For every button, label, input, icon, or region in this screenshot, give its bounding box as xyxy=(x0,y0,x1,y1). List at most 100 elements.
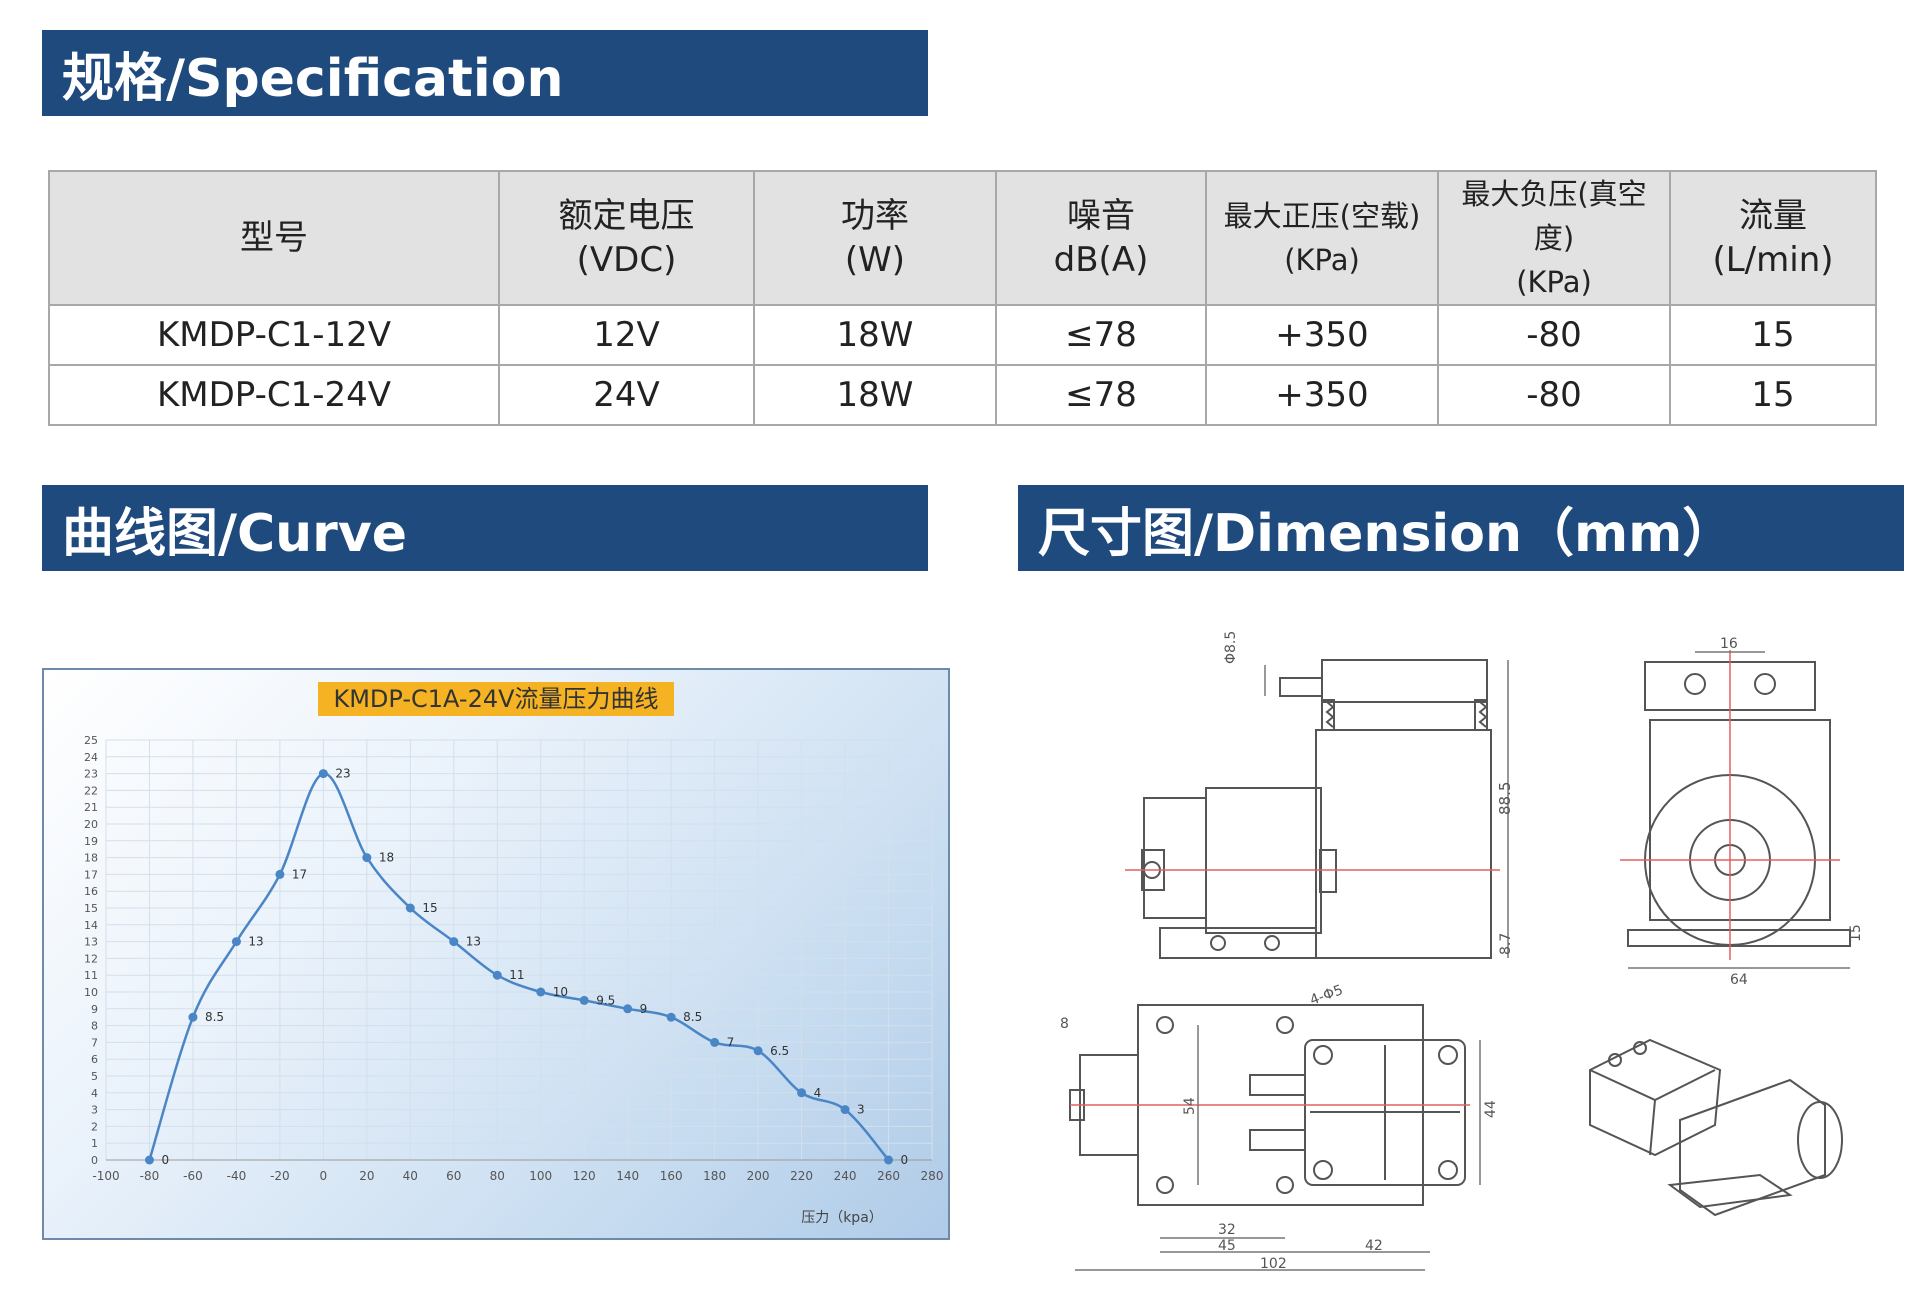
data-point xyxy=(405,903,415,913)
front-view-drawing xyxy=(1125,659,1509,959)
x-tick-label: 200 xyxy=(747,1169,770,1183)
y-tick-label: 17 xyxy=(84,868,98,881)
data-label: 17 xyxy=(292,867,307,881)
dim-label: 44 xyxy=(1483,1100,1499,1118)
dim-label: 8.7 xyxy=(1498,933,1514,955)
cell-flow: 15 xyxy=(1669,304,1877,366)
y-tick-label: 2 xyxy=(91,1120,98,1133)
y-tick-label: 13 xyxy=(84,936,98,949)
cell-max-pressure: +350 xyxy=(1205,364,1439,426)
data-point xyxy=(840,1105,850,1115)
dimension-section-title: 尺寸图/Dimension（mm） xyxy=(1018,485,1904,571)
y-tick-label: 15 xyxy=(84,902,98,915)
chart-title: KMDP-C1A-24V流量压力曲线 xyxy=(333,685,658,713)
cell-power: 18W xyxy=(753,304,997,366)
x-tick-label: 280 xyxy=(921,1169,944,1183)
x-tick-label: 160 xyxy=(660,1169,683,1183)
cell-voltage: 24V xyxy=(498,364,755,426)
data-point xyxy=(449,937,459,947)
side-view-drawing xyxy=(1620,650,1851,969)
header-flow: 流量(L/min) xyxy=(1669,170,1877,306)
y-tick-label: 1 xyxy=(91,1137,98,1150)
data-point xyxy=(884,1155,894,1165)
dim-label: 32 xyxy=(1218,1222,1236,1238)
y-tick-label: 3 xyxy=(91,1104,98,1117)
cell-noise: ≤78 xyxy=(995,304,1207,366)
data-label: 3 xyxy=(857,1103,865,1117)
y-tick-label: 9 xyxy=(91,1003,98,1016)
dim-label: Φ8.5 xyxy=(1223,631,1239,664)
data-label: 8.5 xyxy=(205,1010,224,1024)
y-tick-label: 19 xyxy=(84,835,98,848)
y-tick-label: 8 xyxy=(91,1020,98,1033)
y-tick-label: 10 xyxy=(84,986,98,999)
y-tick-label: 18 xyxy=(84,852,98,865)
x-tick-label: 240 xyxy=(834,1169,857,1183)
y-tick-label: 20 xyxy=(84,818,98,831)
data-label: 9 xyxy=(640,1002,648,1016)
data-label: 11 xyxy=(509,968,524,982)
x-tick-label: -80 xyxy=(140,1169,160,1183)
data-label: 4 xyxy=(814,1086,822,1100)
data-label: 13 xyxy=(466,935,481,949)
spec-section-title: 规格/Specification xyxy=(42,30,928,116)
table-row: KMDP-C1-24V 24V 18W ≤78 +350 -80 15 xyxy=(48,364,1877,426)
header-max-pressure: 最大正压(空载)(KPa) xyxy=(1205,170,1439,306)
data-label: 9.5 xyxy=(596,993,615,1007)
data-label: 23 xyxy=(335,767,350,781)
data-point xyxy=(536,987,546,997)
x-tick-label: 260 xyxy=(877,1169,900,1183)
data-label: 7 xyxy=(727,1035,735,1049)
curve-section-title: 曲线图/Curve xyxy=(42,485,928,571)
y-tick-label: 24 xyxy=(84,751,98,764)
header-voltage: 额定电压(VDC) xyxy=(498,170,755,306)
cell-max-vacuum: -80 xyxy=(1437,304,1671,366)
x-tick-label: 220 xyxy=(790,1169,813,1183)
y-tick-label: 14 xyxy=(84,919,98,932)
header-model: 型号 xyxy=(48,170,500,306)
x-tick-label: -20 xyxy=(270,1169,290,1183)
y-tick-label: 5 xyxy=(91,1070,98,1083)
x-tick-label: 40 xyxy=(403,1169,418,1183)
data-point xyxy=(753,1046,763,1056)
data-point xyxy=(710,1037,720,1047)
dimension-drawings: 88.5 Φ8.5 8.7 16 15 64 xyxy=(1030,620,1910,1290)
dimension-svg: 88.5 Φ8.5 8.7 16 15 64 xyxy=(1060,631,1864,1272)
data-point xyxy=(623,1004,633,1014)
data-point xyxy=(144,1155,154,1165)
data-point xyxy=(318,769,328,779)
y-tick-label: 11 xyxy=(84,969,98,982)
x-tick-label: 80 xyxy=(490,1169,505,1183)
dim-label: 102 xyxy=(1260,1256,1287,1272)
y-tick-label: 6 xyxy=(91,1053,98,1066)
header-power: 功率(W) xyxy=(753,170,997,306)
x-tick-label: 120 xyxy=(573,1169,596,1183)
data-point xyxy=(666,1012,676,1022)
x-tick-label: 0 xyxy=(320,1169,328,1183)
data-label: 18 xyxy=(379,851,394,865)
x-tick-label: 60 xyxy=(446,1169,461,1183)
data-label: 6.5 xyxy=(770,1044,789,1058)
data-label: 0 xyxy=(901,1153,909,1167)
data-point xyxy=(579,995,589,1005)
data-label: 8.5 xyxy=(683,1010,702,1024)
data-label: 0 xyxy=(161,1153,169,1167)
cell-flow: 15 xyxy=(1669,364,1877,426)
x-tick-label: -40 xyxy=(227,1169,247,1183)
x-axis-label: 压力（kpa） xyxy=(801,1210,883,1226)
dim-label: 15 xyxy=(1848,924,1864,942)
dim-label: 88.5 xyxy=(1496,782,1514,815)
y-tick-label: 25 xyxy=(84,734,98,747)
data-label: 13 xyxy=(248,935,263,949)
x-tick-label: -100 xyxy=(92,1169,119,1183)
y-tick-label: 0 xyxy=(91,1154,98,1167)
cell-noise: ≤78 xyxy=(995,364,1207,426)
cell-model: KMDP-C1-24V xyxy=(48,364,500,426)
table-row: KMDP-C1-12V 12V 18W ≤78 +350 -80 15 xyxy=(48,304,1877,366)
x-tick-label: -60 xyxy=(183,1169,203,1183)
y-tick-label: 16 xyxy=(84,885,98,898)
